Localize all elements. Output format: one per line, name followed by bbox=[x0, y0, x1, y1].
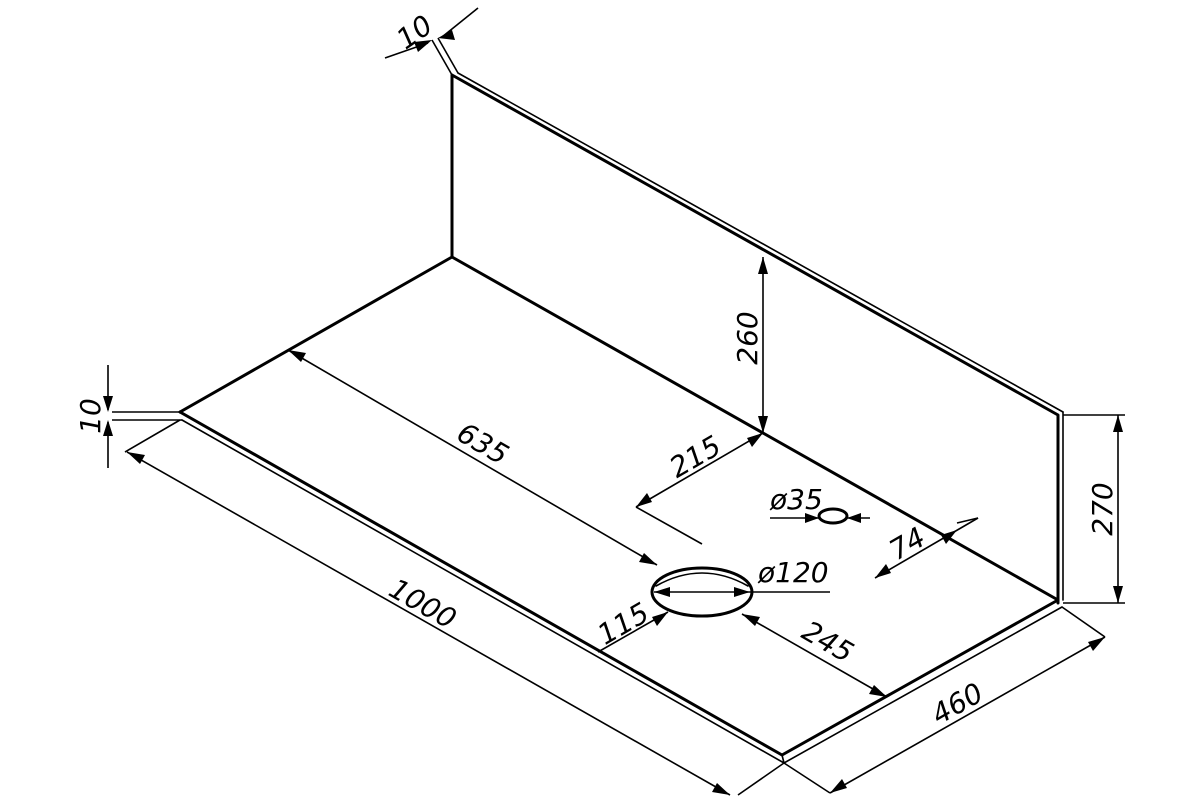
label-back-height: 270 bbox=[1086, 482, 1119, 535]
label-tap-to-wall: 74 bbox=[884, 521, 931, 567]
back-panel-top-edge bbox=[457, 72, 1064, 413]
back-panel-outline bbox=[450, 73, 1060, 605]
countertop-geometry bbox=[178, 72, 1064, 764]
label-front-thickness: 10 bbox=[74, 398, 107, 434]
worktop-thickness-side bbox=[783, 606, 1063, 764]
label-length: 1000 bbox=[384, 572, 462, 636]
worktop-thickness-front bbox=[181, 419, 785, 764]
label-back-thickness: 10 bbox=[390, 8, 438, 55]
label-tap-offset: 215 bbox=[664, 429, 727, 484]
label-depth: 460 bbox=[926, 676, 989, 731]
label-tap-diameter: ø35 bbox=[769, 483, 823, 516]
extension-lines bbox=[112, 37, 1125, 796]
tap-hole bbox=[817, 507, 849, 525]
dimension-lines bbox=[103, 7, 1123, 796]
label-sink-to-front: 115 bbox=[592, 596, 655, 651]
worktop-back-edges bbox=[178, 255, 1060, 602]
dimension-labels: 10 10 1000 460 270 260 635 215 ø120 ø35 … bbox=[74, 8, 1119, 731]
worktop-thickness-corner bbox=[781, 754, 785, 764]
sink-hole-depth bbox=[655, 572, 749, 587]
label-sink-to-back: 245 bbox=[796, 614, 859, 669]
label-inner-height: 260 bbox=[731, 311, 764, 364]
label-sink-diameter: ø120 bbox=[757, 556, 829, 589]
